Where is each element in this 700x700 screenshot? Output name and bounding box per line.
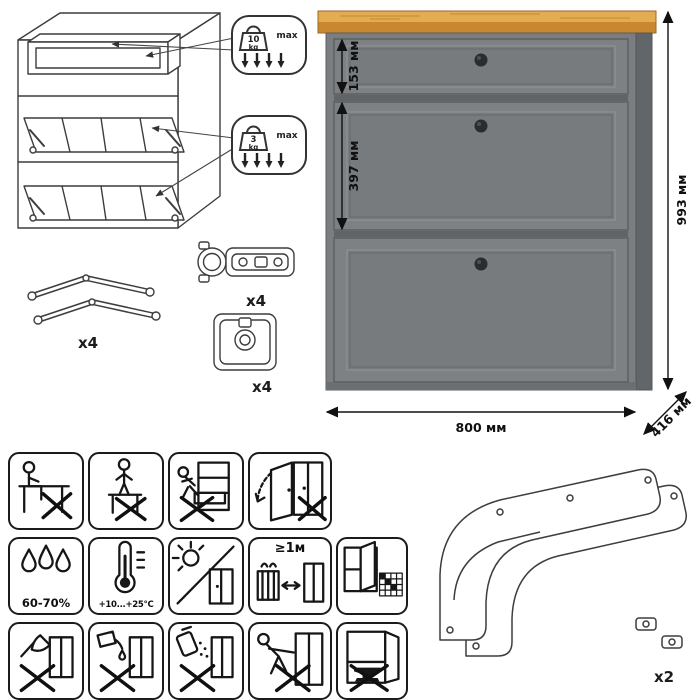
no-climbing-pictogram: [168, 452, 244, 530]
flap-height-dim: 397 мм: [346, 141, 361, 192]
flap-load-callout: 3 kg max: [231, 115, 307, 175]
damper-plate-hardware: [213, 313, 277, 371]
side-frame-front: [439, 468, 661, 641]
door-swing-warning-icon: [254, 461, 327, 522]
drawer-knob: [474, 53, 488, 67]
down-arrows-icon: [241, 153, 285, 168]
hinge-qty: x4: [246, 292, 266, 310]
no-spill-pictogram: [88, 622, 164, 700]
heater-distance-icon: [256, 562, 325, 603]
wood-top: [317, 10, 657, 34]
cabinet-outline-drawing: [17, 12, 221, 229]
no-sitting-pictogram: [8, 452, 84, 530]
middle-flap-knob: [474, 119, 488, 133]
no-direct-sunlight-pictogram: [168, 537, 244, 615]
damper-plate-qty: x4: [252, 378, 272, 396]
no-moving-loaded-icon: [257, 632, 324, 693]
drawer-load-unit: kg: [249, 44, 259, 52]
no-standing-icon: [107, 458, 147, 522]
bottom-flap-knob: [474, 257, 488, 271]
flap-load-limit: max: [276, 131, 297, 141]
drawer-load-value: 10: [248, 35, 260, 45]
drawer-height-dim: 153 мм: [346, 41, 361, 92]
ventilation-pictogram: [336, 537, 408, 615]
no-climbing-icon: [177, 461, 230, 523]
no-chemicals-pictogram: [168, 622, 244, 700]
lid-stay-hardware: [27, 274, 161, 325]
mounting-brackets: [635, 617, 683, 649]
drawer-front: [333, 38, 629, 95]
width-dim: 800 мм: [456, 420, 507, 435]
bottom-flap-front: [333, 237, 629, 383]
open-window-icon: [343, 540, 403, 597]
cabinet-render: 153 мм 397 мм 993 мм 800 мм 416 мм: [317, 10, 695, 441]
side-frame-qty: x2: [654, 668, 674, 686]
middle-flap-front: [333, 101, 629, 231]
door-swing-warning-pictogram: [248, 452, 332, 530]
drawer-load-callout: 10 kg max: [231, 15, 307, 75]
side-frames-drawing: x2: [439, 468, 687, 686]
no-sharp-tools-icon: [19, 634, 74, 693]
no-chemicals-icon: [175, 625, 234, 693]
down-arrows-icon: [241, 53, 285, 68]
callout-leader-lines: [111, 37, 235, 197]
no-heavy-objects-pictogram: [336, 622, 408, 700]
care-pictogram-grid: 60-70% +10...+25°С: [0, 450, 412, 700]
exploded-line-diagram: 10 kg max 3 kg max: [17, 12, 307, 396]
temperature-pictogram: +10...+25°С: [88, 537, 164, 615]
flap-load-value: 3: [251, 135, 257, 145]
total-height-dim: 993 мм: [674, 175, 689, 226]
no-direct-sunlight-icon: [171, 540, 235, 605]
hinge-hardware: [197, 241, 295, 283]
dimension-annotations: [325, 10, 687, 435]
heater-distance-pictogram: ≥1м: [248, 537, 332, 615]
no-spill-icon: [96, 630, 154, 693]
thermometer-icon: [114, 540, 146, 594]
no-sharp-tools-pictogram: [8, 622, 84, 700]
no-standing-pictogram: [88, 452, 164, 530]
humidity-pictogram: 60-70%: [8, 537, 84, 615]
depth-dim: 416 мм: [648, 394, 695, 441]
water-drops-icon: [21, 544, 71, 573]
no-heavy-objects-icon: [346, 630, 400, 692]
no-sitting-icon: [18, 460, 73, 520]
drawer-load-limit: max: [276, 31, 297, 41]
no-moving-loaded-pictogram: [248, 622, 332, 700]
lid-stay-qty: x4: [78, 334, 98, 352]
flap-load-unit: kg: [249, 144, 259, 152]
